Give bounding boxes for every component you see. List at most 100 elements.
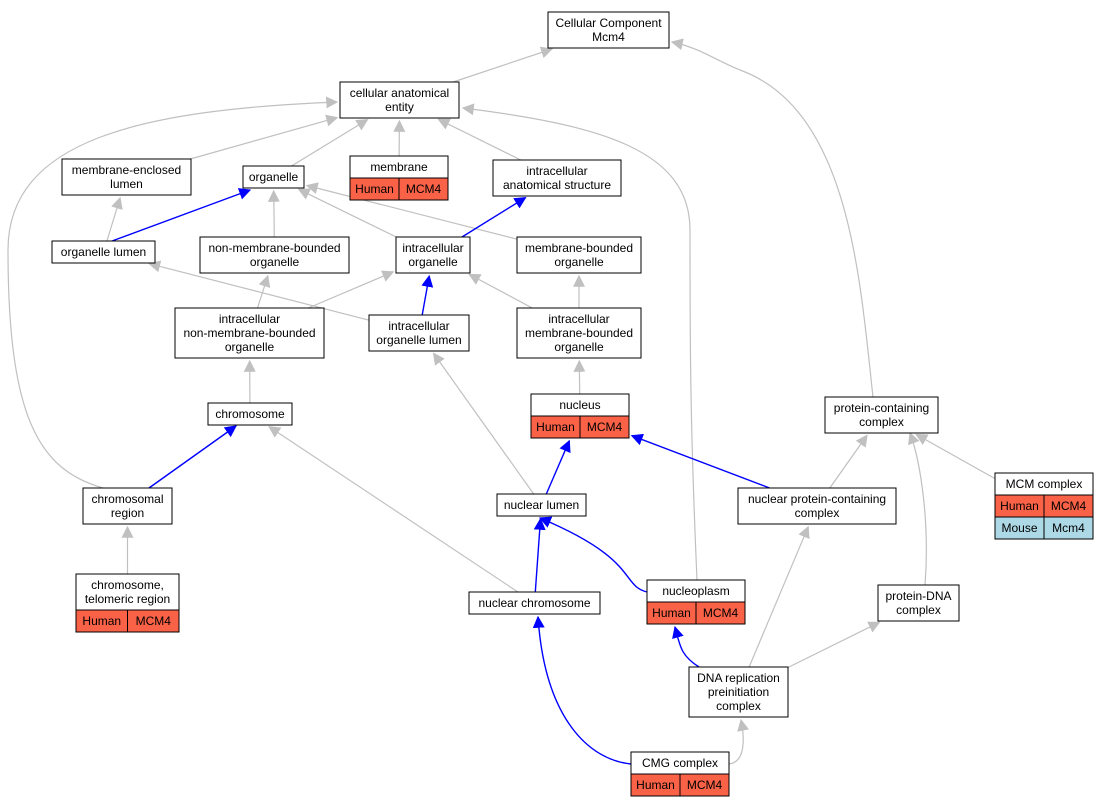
gene-label: MCM4 <box>687 778 723 792</box>
edge-nmbo-to-org <box>267 189 280 238</box>
node-label-line: Cellular Component <box>555 16 662 30</box>
node-box <box>496 493 587 517</box>
gene-cell <box>398 177 449 201</box>
node-label-line: MCM complex <box>1006 477 1083 491</box>
edge-nchr-to-nl <box>533 517 546 593</box>
node-box <box>242 165 305 189</box>
node-label-line: organelle <box>249 170 299 184</box>
edge-drpc-to-nplasm <box>672 625 700 668</box>
edge-imbo-to-io <box>468 273 533 309</box>
node-label-line: complex <box>859 415 904 429</box>
node-inmbo[interactable]: intracellularnon-membrane-boundedorganel… <box>174 307 325 359</box>
node-label-line: non-membrane-bounded <box>183 326 315 340</box>
node-label-line: entity <box>385 100 414 114</box>
node-label-line: protein-containing <box>834 401 929 415</box>
node-label-line: anatomical structure <box>503 178 611 192</box>
node-label-line: region <box>111 506 144 520</box>
edge-iol-to-orl <box>148 260 370 321</box>
node-label-line: membrane-bounded <box>525 241 633 255</box>
node-label-line: intracellular <box>548 312 609 326</box>
node-box <box>516 236 642 274</box>
gene-cell <box>127 609 180 633</box>
node-label-line: membrane-bounded <box>525 326 633 340</box>
node-chr[interactable]: chromosome <box>207 402 293 426</box>
edge-org-to-cae <box>291 118 369 167</box>
node-orl[interactable]: organelle lumen <box>51 240 156 264</box>
edge-drpc-to-pdna <box>787 621 881 669</box>
node-box <box>516 307 642 359</box>
gene-label: MCM4 <box>1051 499 1087 513</box>
gene-label: MCM4 <box>136 614 172 628</box>
gene-cell <box>695 601 746 625</box>
edge-nl-to-iol <box>432 352 535 495</box>
node-label-line: intracellular <box>219 312 280 326</box>
node-label-line: organelle lumen <box>376 333 461 347</box>
edge-orl-to-org <box>111 188 252 242</box>
node-label-line: lumen <box>110 177 143 191</box>
species-label: Mouse <box>1001 521 1037 535</box>
edge-pdna-to-pcc <box>908 431 927 586</box>
species-label: Human <box>1000 499 1039 513</box>
edge-nchr-to-chr <box>268 426 519 593</box>
gene-cell <box>1043 516 1094 540</box>
node-box <box>468 591 601 615</box>
edge-mcm-to-pcc <box>915 433 996 480</box>
node-label-line: membrane <box>370 160 428 174</box>
node-label-line: cellular anatomical <box>350 86 449 100</box>
node-box <box>737 487 897 525</box>
node-label-line: non-membrane-bounded <box>208 241 340 255</box>
node-label-line: chromosome, <box>91 578 164 592</box>
edge-cae-to-cc <box>453 46 554 83</box>
edge-nplasm-to-cae <box>461 103 698 581</box>
gene-cell <box>679 773 730 797</box>
node-label-line: chromosomal <box>91 492 163 506</box>
node-label-line: nucleus <box>559 398 600 412</box>
node-label-line: protein-DNA <box>885 589 951 603</box>
edge-orl-to-mel <box>106 196 123 242</box>
edge-npcc-to-nuc <box>630 433 770 489</box>
node-org[interactable]: organelle <box>242 165 305 189</box>
edge-pcc-to-cc <box>670 38 874 398</box>
edge-iol-to-io <box>421 274 434 316</box>
edge-nl-to-nuc <box>545 439 571 495</box>
gene-label: MCM4 <box>406 182 442 196</box>
node-label-line: membrane-enclosed <box>72 163 181 177</box>
node-label-line: organelle <box>554 340 604 354</box>
node-nl[interactable]: nuclear lumen <box>496 493 587 517</box>
node-label-line: nucleoplasm <box>662 584 729 598</box>
node-box <box>199 236 350 274</box>
node-label-line: organelle <box>408 255 458 269</box>
edge-inmbo-to-nmbo <box>256 274 271 309</box>
edge-chreg-to-cae <box>7 96 339 489</box>
node-label-line: organelle <box>250 255 300 269</box>
node-label-line: organelle <box>225 340 275 354</box>
node-box <box>174 307 325 359</box>
node-nchr[interactable]: nuclear chromosome <box>468 591 601 615</box>
gene-label: MCM4 <box>587 420 623 434</box>
edge-mel-to-cae <box>190 114 339 160</box>
node-box <box>339 81 460 119</box>
edge-io-to-ias <box>461 196 527 238</box>
